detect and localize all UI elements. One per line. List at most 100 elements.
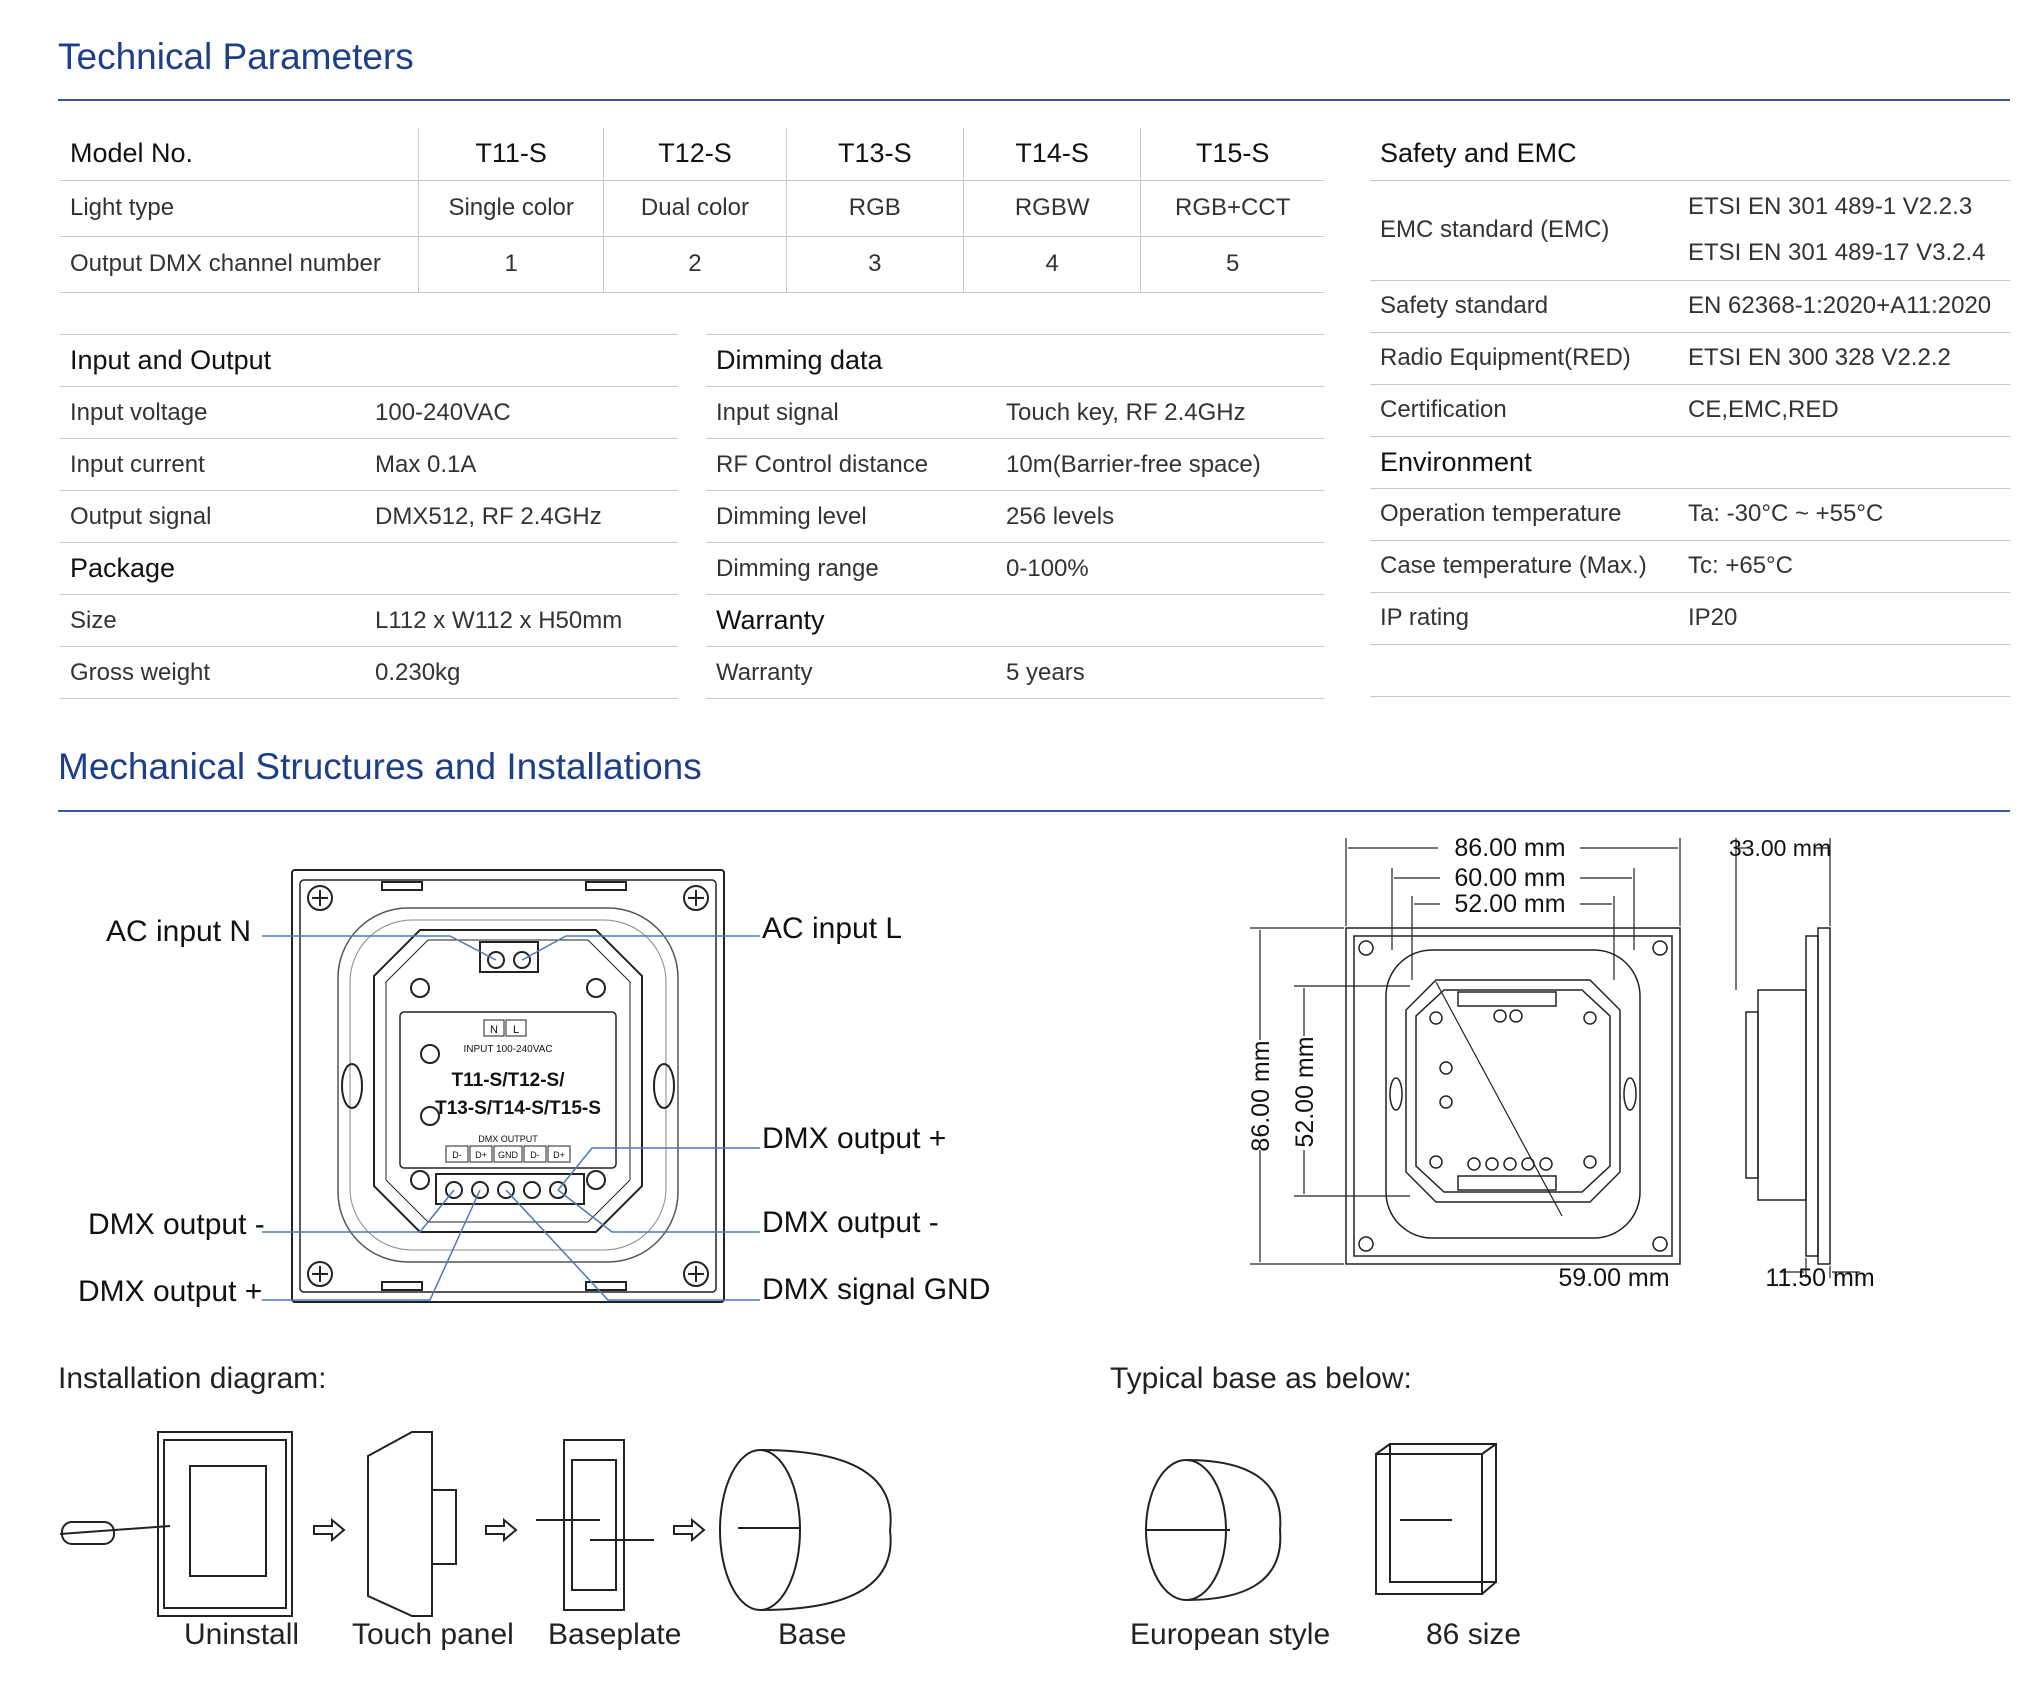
module-model-line2: T13-S/T14-S/T15-S — [435, 1098, 601, 1119]
package-label: Gross weight — [60, 646, 365, 699]
env-value: IP20 — [1678, 592, 2010, 645]
warranty-value: 5 years — [996, 646, 1324, 699]
env-label: Operation temperature — [1370, 488, 1678, 541]
dimming-label: Input signal — [706, 386, 996, 439]
model-cell: RGB+CCT — [1140, 180, 1324, 237]
section-title-mechanical: Mechanical Structures and Installations — [58, 746, 702, 787]
table-row: Case temperature (Max.)Tc: +65°C — [1370, 540, 2010, 593]
dim-52-height: 52.00 mm — [1291, 1036, 1319, 1147]
module-l: L — [513, 1024, 519, 1036]
env-value: Ta: -30°C ~ +55°C — [1678, 488, 2010, 541]
base-86-size: 86 size — [1426, 1618, 1522, 1651]
io-header: Input and Output — [60, 334, 678, 387]
dim-86-height: 86.00 mm — [1247, 1040, 1275, 1151]
section-title-technical: Technical Parameters — [58, 36, 414, 77]
installation-title: Installation diagram: — [58, 1362, 327, 1395]
safety-header: Safety and EMC — [1370, 128, 2010, 181]
io-label: Output signal — [60, 490, 365, 543]
table-row: Radio Equipment(RED)ETSI EN 300 328 V2.2… — [1370, 332, 2010, 385]
warranty-header: Warranty — [706, 594, 1324, 647]
emc-value: ETSI EN 301 489-1 V2.2.3 — [1688, 193, 1973, 220]
model-row-label: Output DMX channel number — [60, 236, 419, 293]
safety-value: ETSI EN 300 328 V2.2.2 — [1678, 332, 2010, 385]
env-label: IP rating — [1370, 592, 1678, 645]
model-header-col: T14-S — [962, 128, 1141, 181]
step-uninstall: Uninstall — [184, 1618, 300, 1651]
model-header-col: T11-S — [418, 128, 604, 181]
model-cell: 2 — [603, 236, 787, 293]
label-dmx-output-plus-left: DMX output + — [78, 1275, 263, 1308]
model-cell: Dual color — [603, 180, 787, 237]
dim-86-width: 86.00 mm — [1454, 834, 1565, 862]
env-label: Case temperature (Max.) — [1370, 540, 1678, 593]
label-ac-input-l: AC input L — [762, 912, 903, 945]
section-rule — [58, 810, 2010, 812]
label-dmx-output-minus-left: DMX output - — [88, 1208, 265, 1241]
model-header-col: T15-S — [1140, 128, 1324, 181]
safety-label: Safety standard — [1370, 280, 1678, 333]
dimming-header: Dimming data — [706, 334, 1324, 387]
module-model-line1: T11-S/T12-S/ — [452, 1070, 566, 1091]
environment-header: Environment — [1370, 436, 2010, 489]
safety-label: Certification — [1370, 384, 1678, 437]
dimming-value: 256 levels — [996, 490, 1324, 543]
env-value: Tc: +65°C — [1678, 540, 2010, 593]
model-cell: 5 — [1140, 236, 1324, 293]
dim-60-width: 60.00 mm — [1454, 864, 1565, 892]
table-row: EMC standard (EMC) ETSI EN 301 489-1 V2.… — [1370, 180, 2010, 281]
module-dmx-output: DMX OUTPUT — [478, 1134, 538, 1144]
dim-11-depth: 11.50 mm — [1765, 1264, 1874, 1292]
package-value: L112 x W112 x H50mm — [365, 594, 678, 647]
label-ac-input-n: AC input N — [106, 915, 252, 948]
dimming-value: 10m(Barrier-free space) — [996, 438, 1324, 491]
model-header-col: T12-S — [603, 128, 787, 181]
step-touch-panel: Touch panel — [352, 1618, 514, 1651]
model-cell: 1 — [418, 236, 604, 293]
dimension-drawing-front: 86.00 mm 60.00 mm 52.00 mm 86.00 mm 52.0… — [1247, 834, 1681, 1292]
io-value: DMX512, RF 2.4GHz — [365, 490, 678, 543]
safety-label: Radio Equipment(RED) — [1370, 332, 1678, 385]
model-cell: RGBW — [962, 180, 1141, 237]
label-dmx-output-plus-right: DMX output + — [762, 1122, 947, 1155]
typical-base-illustrations — [1145, 1443, 1497, 1601]
io-label: Input voltage — [60, 386, 365, 439]
dimension-drawing-side: 33.00 mm 11.50 mm — [1729, 835, 1875, 1292]
dim-33-depth: 33.00 mm — [1729, 835, 1831, 861]
table-row: Output DMX channel number 1 2 3 4 5 — [60, 236, 1324, 293]
terminal-label: D- — [452, 1150, 462, 1160]
label-dmx-signal-gnd: DMX signal GND — [762, 1273, 991, 1306]
model-header-col: T13-S — [785, 128, 964, 181]
emc-label: EMC standard (EMC) — [1370, 180, 1678, 281]
module-input: INPUT 100-240VAC — [463, 1044, 552, 1055]
label-dmx-output-minus-right: DMX output - — [762, 1206, 939, 1239]
dimming-value: 0-100% — [996, 542, 1324, 595]
dimming-label: Dimming range — [706, 542, 996, 595]
safety-table: Safety and EMC EMC standard (EMC) ETSI E… — [1370, 128, 2010, 697]
base-european-style: European style — [1130, 1618, 1331, 1651]
step-base: Base — [778, 1618, 847, 1651]
step-baseplate: Baseplate — [548, 1618, 682, 1651]
terminal-label: GND — [498, 1150, 519, 1160]
warranty-label: Warranty — [706, 646, 996, 699]
section-rule — [58, 99, 2010, 101]
package-header: Package — [60, 542, 678, 595]
package-value: 0.230kg — [365, 646, 678, 699]
dimming-value: Touch key, RF 2.4GHz — [996, 386, 1324, 439]
typical-base-title: Typical base as below: — [1110, 1362, 1412, 1395]
io-label: Input current — [60, 438, 365, 491]
